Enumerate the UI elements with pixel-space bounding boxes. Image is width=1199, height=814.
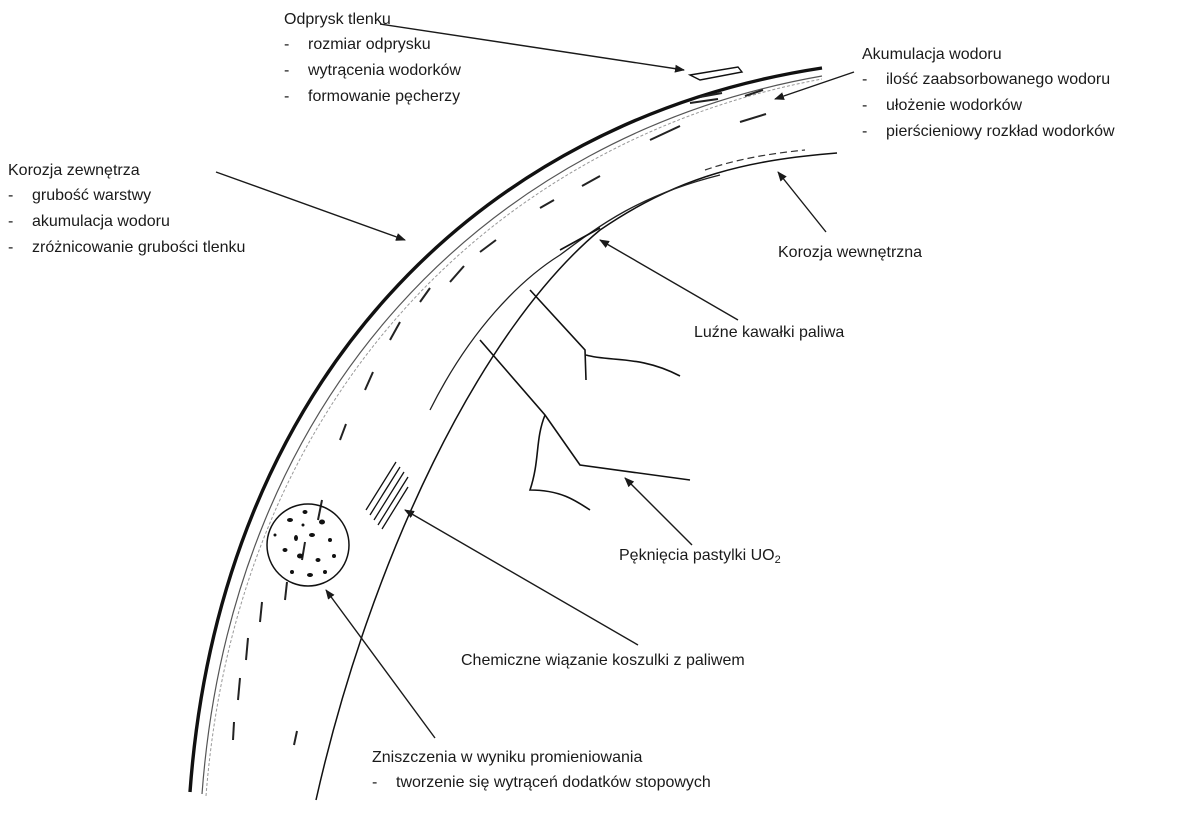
label-title: Akumulacja wodoru	[862, 44, 1115, 65]
list-item: -rozmiar odprysku	[284, 34, 461, 55]
list-item: -pierścieniowy rozkład wodorków	[862, 121, 1115, 142]
arrow-chemical-bonding	[405, 510, 638, 645]
arrow-radiation-damage	[326, 590, 435, 738]
label-list: -ilość zaabsorbowanego wodoru -ułożenie …	[862, 69, 1115, 142]
chemical-bonding-hatch	[366, 462, 408, 529]
list-item: -grubość warstwy	[8, 185, 245, 206]
list-item: -zróżnicowanie grubości tlenku	[8, 237, 245, 258]
arrow-internal-corrosion	[778, 172, 826, 232]
label-loose-fuel: Luźne kawałki paliwa	[694, 322, 844, 343]
label-list: -grubość warstwy -akumulacja wodoru -zró…	[8, 185, 245, 258]
label-external-corrosion: Korozja zewnętrza -grubość warstwy -akum…	[8, 160, 245, 263]
label-oxide-spalling: Odprysk tlenku -rozmiar odprysku -wytrąc…	[284, 9, 461, 112]
cladding-outer-edge	[190, 68, 822, 792]
arrow-loose-fuel	[600, 240, 738, 320]
list-item: -formowanie pęcherzy	[284, 86, 461, 107]
label-chemical-bonding: Chemiczne wiązanie koszulki z paliwem	[461, 650, 745, 671]
label-list: -tworzenie się wytrąceń dodatków stopowy…	[372, 772, 711, 793]
label-internal-corrosion: Korozja wewnętrzna	[778, 242, 922, 263]
hydride-platelets	[233, 90, 766, 745]
label-radiation-damage: Zniszczenia w wyniku promieniowania -two…	[372, 747, 711, 798]
label-title: Zniszczenia w wyniku promieniowania	[372, 747, 711, 768]
callout-arrows	[216, 24, 854, 738]
arrow-hydrogen-accumulation	[775, 72, 854, 99]
oxide-layer-line	[202, 76, 822, 794]
label-title: Odprysk tlenku	[284, 9, 461, 30]
list-item: -ułożenie wodorków	[862, 95, 1115, 116]
list-item: -ilość zaabsorbowanego wodoru	[862, 69, 1115, 90]
internal-corrosion-layer	[705, 150, 805, 170]
label-hydrogen-accumulation: Akumulacja wodoru -ilość zaabsorbowanego…	[862, 44, 1115, 147]
label-title: Korozja zewnętrza	[8, 160, 245, 181]
oxide-spall-flake	[690, 67, 742, 80]
arrow-pellet-cracks	[625, 478, 692, 545]
label-list: -rozmiar odprysku -wytrącenia wodorków -…	[284, 34, 461, 107]
list-item: -wytrącenia wodorków	[284, 60, 461, 81]
list-item: -tworzenie się wytrąceń dodatków stopowy…	[372, 772, 711, 793]
list-item: -akumulacja wodoru	[8, 211, 245, 232]
label-pellet-cracks: Pęknięcia pastylki UO2	[619, 545, 781, 571]
pellet-cracks	[480, 228, 690, 510]
